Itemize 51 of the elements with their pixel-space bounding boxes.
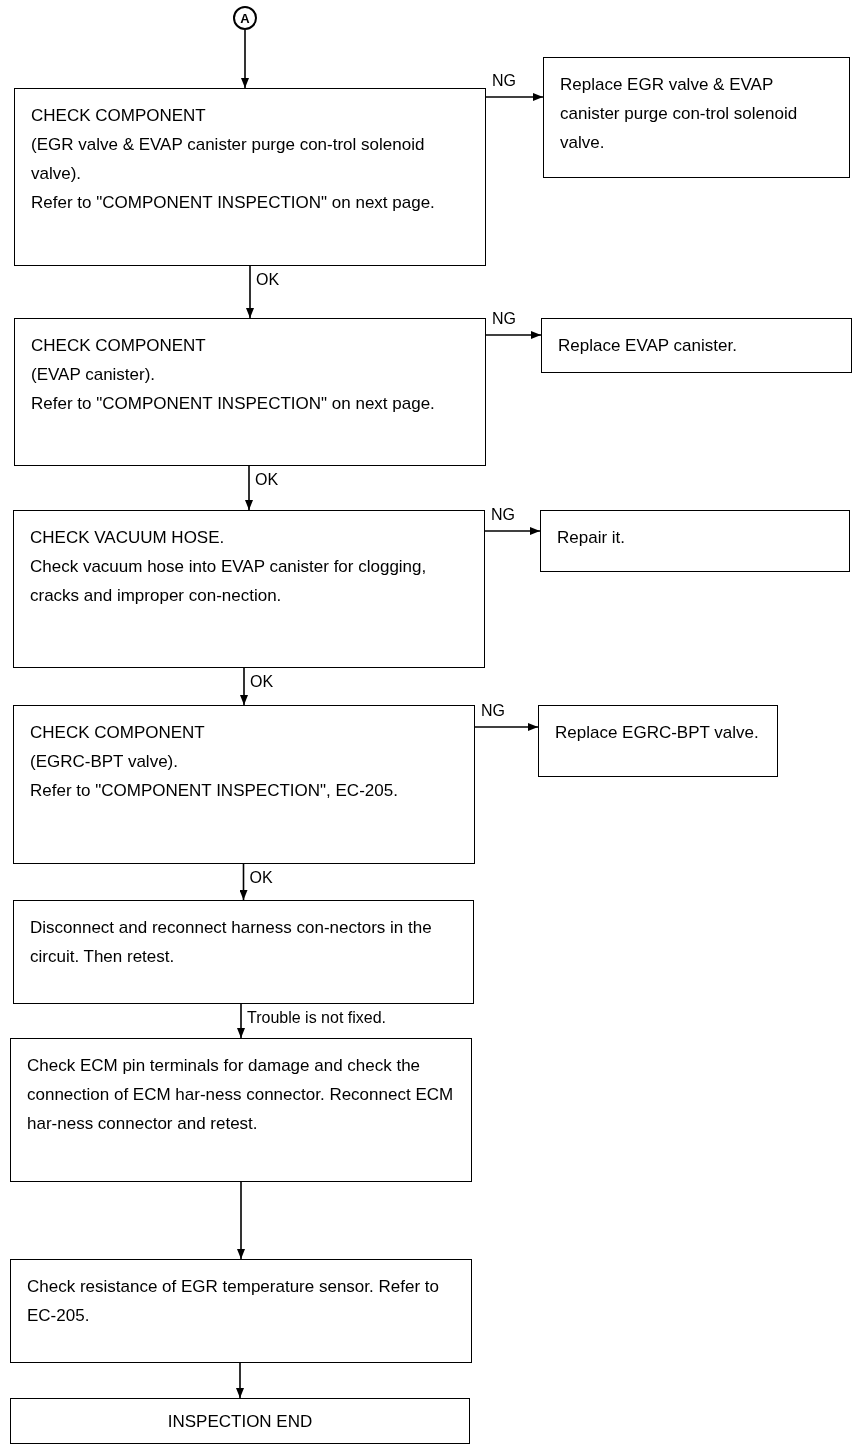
arrow bbox=[485, 93, 544, 101]
step-text: Check resistance of EGR temperature sensor. Refer to EC-205. bbox=[27, 1276, 440, 1327]
step-text: CHECK COMPONENT bbox=[30, 722, 206, 744]
arrow bbox=[245, 465, 253, 511]
step-text: Replace EGRC-BPT valve. bbox=[555, 722, 760, 744]
process-box bbox=[543, 57, 850, 178]
arrow bbox=[246, 265, 254, 319]
step-text: Replace EGR valve & EVAP canister purge con-trol solenoid valve. bbox=[560, 74, 799, 154]
process-box bbox=[13, 705, 475, 864]
step-text: (EGR valve & EVAP canister purge con-trol solenoid valve). bbox=[31, 134, 426, 185]
step-text: Repair it. bbox=[557, 527, 627, 549]
edge-label: OK bbox=[247, 870, 275, 886]
process-box bbox=[10, 1038, 472, 1182]
step-text: CHECK VACUUM HOSE. bbox=[30, 527, 226, 549]
step-text: Check vacuum hose into EVAP canister for clogging, cracks and improper con-nection. bbox=[30, 556, 428, 607]
edge-label: NG bbox=[479, 703, 507, 719]
process-box bbox=[14, 318, 486, 466]
arrow bbox=[474, 723, 539, 731]
arrow bbox=[239, 863, 248, 901]
step-text: Refer to "COMPONENT INSPECTION" on next page. bbox=[31, 192, 436, 214]
arrow bbox=[485, 331, 542, 339]
step-text: Disconnect and reconnect harness con-nectors in the circuit. Then retest. bbox=[30, 917, 433, 968]
process-box bbox=[541, 318, 852, 373]
step-text: CHECK COMPONENT bbox=[31, 105, 207, 127]
arrow bbox=[484, 527, 541, 535]
step-text: Check ECM pin terminals for damage and check the connection of ECM har-ness connector. Reconnect ECM har-ness connector and retest. bbox=[27, 1055, 455, 1135]
edge-label: OK bbox=[254, 272, 282, 288]
step-text: CHECK COMPONENT bbox=[31, 335, 207, 357]
step-text: Replace EVAP canister. bbox=[558, 335, 738, 357]
edge-label: OK bbox=[248, 674, 276, 690]
process-box bbox=[13, 900, 474, 1004]
arrow bbox=[236, 1362, 244, 1399]
step-text: (EGRC-BPT valve). bbox=[30, 751, 179, 773]
edge-label: NG bbox=[490, 73, 518, 89]
step-text: INSPECTION END bbox=[167, 1410, 313, 1433]
arrow bbox=[241, 29, 249, 89]
process-box bbox=[14, 88, 486, 266]
process-box bbox=[10, 1259, 472, 1363]
step-text: Refer to "COMPONENT INSPECTION", EC-205. bbox=[30, 780, 399, 802]
process-box bbox=[13, 510, 485, 668]
arrow bbox=[237, 1181, 245, 1260]
process-box bbox=[538, 705, 778, 777]
arrow bbox=[237, 1003, 245, 1039]
step-text: (EVAP canister). bbox=[31, 364, 157, 386]
process-box bbox=[540, 510, 850, 572]
process-box bbox=[10, 1398, 470, 1444]
edge-label: NG bbox=[489, 507, 517, 523]
edge-label: NG bbox=[490, 311, 518, 327]
arrow bbox=[240, 667, 248, 706]
edge-label: OK bbox=[253, 472, 281, 488]
step-text: Refer to "COMPONENT INSPECTION" on next page. bbox=[31, 393, 436, 415]
